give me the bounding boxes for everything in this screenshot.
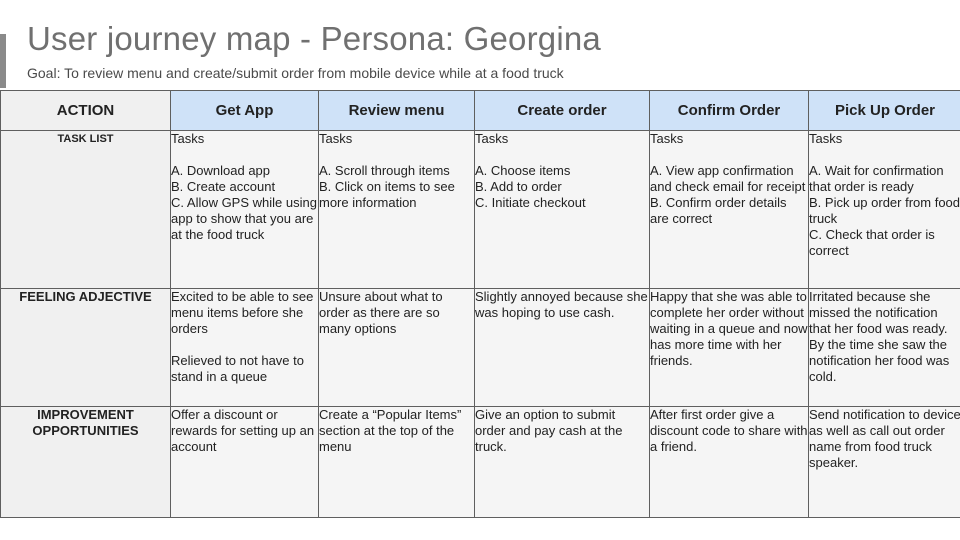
corner-label: ACTION: [0, 90, 171, 131]
table-cell: Tasks A. View app confirmation and check…: [649, 130, 809, 289]
cell-text: Tasks A. Choose items B. Add to order C.…: [475, 131, 586, 210]
stage-header-create-order: Create order: [474, 90, 650, 131]
journey-map-table: ACTION Get App Review menu Create order …: [0, 90, 960, 518]
row-label-feeling-adjective: FEELING ADJECTIVE: [0, 288, 171, 407]
stage-header-review-menu: Review menu: [318, 90, 475, 131]
cell-text: Happy that she was able to complete her …: [650, 289, 808, 368]
table-cell: Send notification to device as well as c…: [808, 406, 960, 518]
task-list-row: TASK LIST Tasks A. Download app B. Creat…: [0, 130, 960, 289]
table-cell: Excited to be able to see menu items bef…: [170, 288, 319, 407]
cell-text: Offer a discount or rewards for setting …: [171, 407, 315, 454]
page-goal: Goal: To review menu and create/submit o…: [27, 65, 564, 81]
table-cell: After first order give a discount code t…: [649, 406, 809, 518]
cell-text: After first order give a discount code t…: [650, 407, 808, 454]
improvement-opportunities-row: IMPROVEMENT OPPORTUNITIES Offer a discou…: [0, 406, 960, 518]
table-cell: Create a “Popular Items” section at the …: [318, 406, 475, 518]
table-cell: Happy that she was able to complete her …: [649, 288, 809, 407]
cell-text: Tasks A. Scroll through items B. Click o…: [319, 131, 455, 210]
feeling-adjective-row: FEELING ADJECTIVE Excited to be able to …: [0, 288, 960, 407]
table-cell: Tasks A. Wait for confirmation that orde…: [808, 130, 960, 289]
table-cell: Slightly annoyed because she was hoping …: [474, 288, 650, 407]
table-cell: Irritated because she missed the notific…: [808, 288, 960, 407]
table-cell: Tasks A. Download app B. Create account …: [170, 130, 319, 289]
stage-header-pick-up-order: Pick Up Order: [808, 90, 960, 131]
cell-text: Excited to be able to see menu items bef…: [171, 289, 314, 384]
table-cell: Tasks A. Choose items B. Add to order C.…: [474, 130, 650, 289]
table-cell: Tasks A. Scroll through items B. Click o…: [318, 130, 475, 289]
cell-text: Tasks A. Download app B. Create account …: [171, 131, 317, 242]
stage-header-confirm-order: Confirm Order: [649, 90, 809, 131]
table-cell: Give an option to submit order and pay c…: [474, 406, 650, 518]
table-cell: Unsure about what to order as there are …: [318, 288, 475, 407]
page-title: User journey map - Persona: Georgina: [27, 20, 601, 57]
cell-text: Irritated because she missed the notific…: [809, 289, 950, 384]
cell-text: Tasks A. View app confirmation and check…: [650, 131, 806, 226]
cell-text: Tasks A. Wait for confirmation that orde…: [809, 131, 960, 258]
cell-text: Slightly annoyed because she was hoping …: [475, 289, 648, 320]
table-cell: Offer a discount or rewards for setting …: [170, 406, 319, 518]
cell-text: Create a “Popular Items” section at the …: [319, 407, 462, 454]
cell-text: Give an option to submit order and pay c…: [475, 407, 623, 454]
row-label-improvement-opportunities: IMPROVEMENT OPPORTUNITIES: [0, 406, 171, 518]
cell-text: Unsure about what to order as there are …: [319, 289, 443, 336]
row-label-task-list: TASK LIST: [0, 130, 171, 289]
stage-header-row: ACTION Get App Review menu Create order …: [0, 90, 960, 131]
stage-header-get-app: Get App: [170, 90, 319, 131]
title-accent-bar: [0, 34, 6, 88]
cell-text: Send notification to device as well as c…: [809, 407, 960, 470]
